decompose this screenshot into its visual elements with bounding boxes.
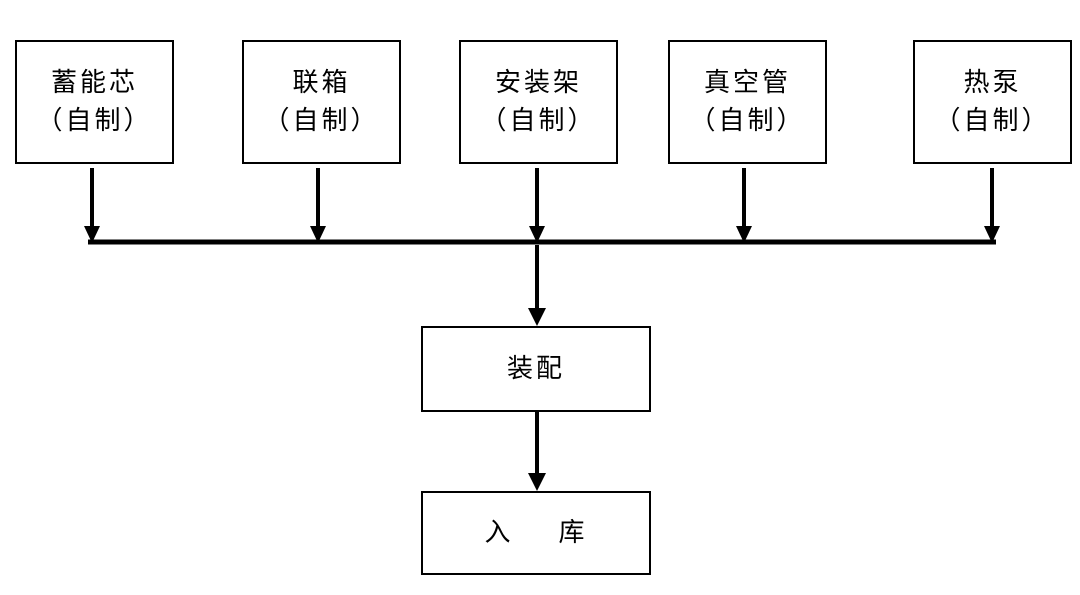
node-title: 热泵 <box>963 68 1022 98</box>
node-mounting-frame: 安装架 （自制） <box>459 40 618 164</box>
arrowhead-2 <box>310 226 326 243</box>
arrowhead-5 <box>984 226 1000 243</box>
arrowhead-3 <box>529 226 545 243</box>
node-note: （自制） <box>689 106 806 136</box>
arrowhead-4 <box>736 226 752 243</box>
node-header-box: 联箱 （自制） <box>242 40 401 164</box>
node-title: 安装架 <box>494 68 582 98</box>
node-note: （自制） <box>36 106 153 136</box>
node-energy-storage-core: 蓄能芯 （自制） <box>15 40 174 164</box>
arrowhead-1 <box>84 226 100 243</box>
node-storage: 入 库 <box>421 491 651 575</box>
node-title: 入 库 <box>484 518 588 548</box>
node-title: 蓄能芯 <box>50 68 138 98</box>
node-note: （自制） <box>263 106 380 136</box>
node-title: 真空管 <box>703 68 791 98</box>
node-title: 联箱 <box>292 68 351 98</box>
node-assembly: 装配 <box>421 326 651 412</box>
node-title: 装配 <box>506 354 565 384</box>
arrowhead-assembly <box>528 308 546 326</box>
node-vacuum-tube: 真空管 （自制） <box>668 40 827 164</box>
arrowhead-storage <box>528 473 546 491</box>
node-note: （自制） <box>934 106 1051 136</box>
node-note: （自制） <box>480 106 597 136</box>
node-heat-pump: 热泵 （自制） <box>913 40 1072 164</box>
